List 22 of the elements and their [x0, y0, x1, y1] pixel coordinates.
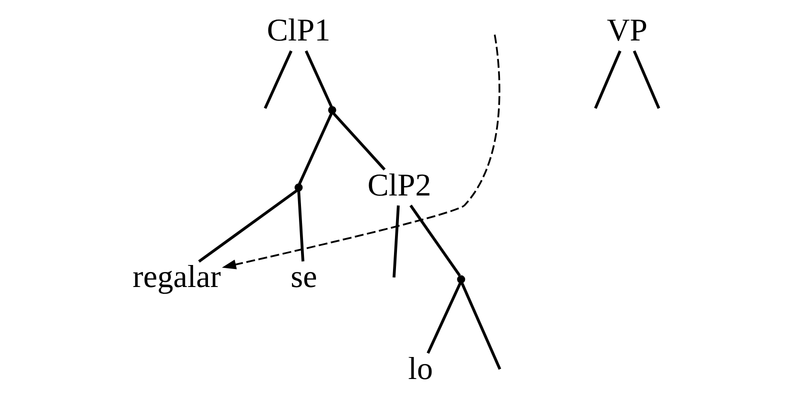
- node-point: [294, 183, 303, 192]
- connector: [426, 282, 462, 354]
- node-point: [328, 106, 336, 114]
- connector: [460, 282, 502, 370]
- connector: [632, 50, 660, 109]
- connector: [304, 50, 333, 108]
- node-text: regalar: [132, 259, 221, 294]
- node-text: se: [290, 259, 318, 294]
- connector: [594, 50, 622, 109]
- connector: [392, 205, 400, 278]
- node-text: ClP1: [266, 12, 330, 48]
- node-text: lo: [408, 350, 433, 386]
- connector: [198, 189, 298, 263]
- node-point: [457, 275, 466, 284]
- node-text: VP: [606, 12, 648, 48]
- node-text: ClP2: [368, 167, 432, 202]
- arrow: [222, 34, 500, 270]
- connector: [332, 112, 386, 171]
- connector: [298, 113, 333, 185]
- connector: [409, 204, 461, 276]
- connector: [297, 190, 304, 262]
- connector: [264, 50, 292, 109]
